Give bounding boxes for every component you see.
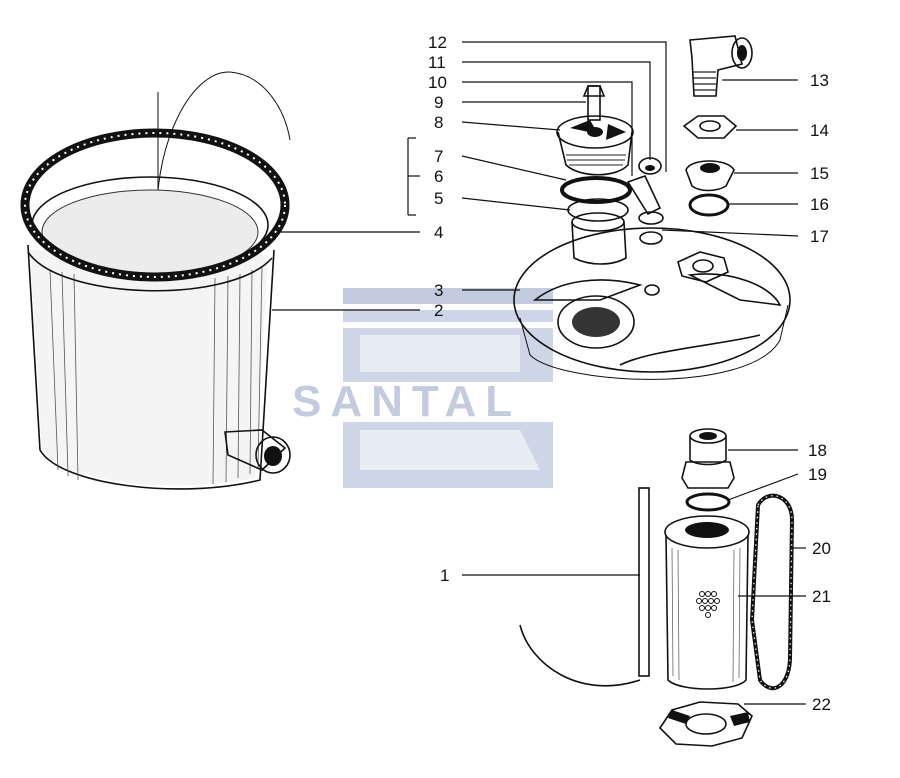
- stud-threads: [639, 493, 649, 667]
- valve-threads: [566, 154, 626, 166]
- drain-nipple: [224, 429, 291, 474]
- leader-5: [461, 197, 571, 211]
- watermark-cut: [360, 430, 540, 470]
- ferrule-15-bore: [700, 163, 720, 173]
- watermark-bar: [343, 288, 553, 304]
- label-12: 12: [428, 33, 447, 52]
- cover-slot-right: [687, 273, 782, 306]
- label-17: 17: [810, 227, 829, 246]
- o-ring-19: [685, 492, 731, 512]
- valve-body-8: [556, 115, 634, 176]
- label-9: 9: [434, 93, 443, 112]
- label-4: 4: [434, 223, 443, 242]
- santal-watermark: SANTAL: [292, 288, 553, 488]
- label-13: 13: [810, 71, 829, 90]
- label-1: 1: [440, 566, 449, 585]
- label-14: 14: [810, 121, 829, 140]
- cover-edge: [619, 334, 761, 366]
- gasket-20: [749, 493, 795, 691]
- filter-element-21: [664, 515, 750, 690]
- leader-7: [461, 155, 567, 181]
- watermark-cut: [360, 335, 520, 372]
- assembly-arc: [156, 71, 291, 236]
- cover-hole: [644, 284, 660, 296]
- cover-nut: [677, 251, 729, 283]
- stud-1: [519, 487, 650, 687]
- label-20: 20: [812, 539, 831, 558]
- label-11: 11: [428, 53, 446, 72]
- label-5: 5: [434, 189, 443, 208]
- label-8: 8: [434, 113, 443, 132]
- cover-nut-hole: [692, 259, 714, 273]
- ferrule-15: [685, 160, 735, 192]
- stud-arc: [519, 624, 641, 687]
- washer-12: [638, 211, 664, 225]
- leader-8: [461, 121, 561, 131]
- watermark-block: [343, 328, 553, 382]
- part-labels: 12 11 10 9 8 7 6 5 4 3 2 1 13 14 15 16 1…: [428, 33, 831, 714]
- label-18: 18: [808, 441, 827, 460]
- fitting-18: [681, 428, 735, 489]
- watermark-block: [343, 422, 553, 488]
- label-21: 21: [812, 587, 831, 606]
- cover-port-bore: [572, 307, 620, 337]
- housing-hatching: [49, 265, 263, 485]
- elbow-fitting-13: [689, 35, 753, 97]
- label-6: 6: [434, 167, 443, 186]
- gasket-20-texture: [751, 495, 793, 689]
- label-15: 15: [810, 164, 829, 183]
- housing-cylinder: [27, 244, 275, 490]
- leader-17: [661, 229, 799, 237]
- housing-band: [27, 251, 273, 292]
- stand-pipe-5: [567, 198, 629, 265]
- leader-19: [727, 473, 799, 501]
- o-ring-7: [560, 176, 632, 204]
- leader-10: [462, 81, 633, 176]
- label-7: 7: [434, 147, 443, 166]
- label-10: 10: [428, 73, 447, 92]
- housing-body: [20, 71, 291, 490]
- spring-seat-22: [658, 701, 753, 747]
- elbow-threads: [693, 71, 716, 91]
- label-3: 3: [434, 281, 443, 300]
- leader-lines: [272, 41, 806, 705]
- bracket-10: [626, 157, 664, 245]
- label-16: 16: [810, 195, 829, 214]
- housing-shade: [30, 250, 268, 486]
- watermark-text: SANTAL: [292, 377, 521, 426]
- cover-plate: [513, 227, 791, 373]
- leader-12: [462, 41, 667, 172]
- nut-14: [682, 115, 738, 139]
- washer-16: [688, 193, 730, 217]
- cover-slot-left: [532, 279, 643, 301]
- nut-14-hole: [699, 120, 721, 132]
- filter-perforation: [696, 591, 720, 618]
- cover-side: [519, 304, 789, 380]
- watermark-bar: [343, 310, 553, 322]
- label-22: 22: [812, 695, 831, 714]
- label-19: 19: [808, 465, 827, 484]
- filter-cover: [513, 227, 791, 380]
- seal-ring-texture: [24, 132, 286, 278]
- valve-stem-9: [582, 85, 606, 121]
- filter-hatching: [671, 547, 741, 683]
- leader-11: [462, 61, 651, 160]
- label-2: 2: [434, 301, 443, 320]
- cover-port: [557, 295, 635, 349]
